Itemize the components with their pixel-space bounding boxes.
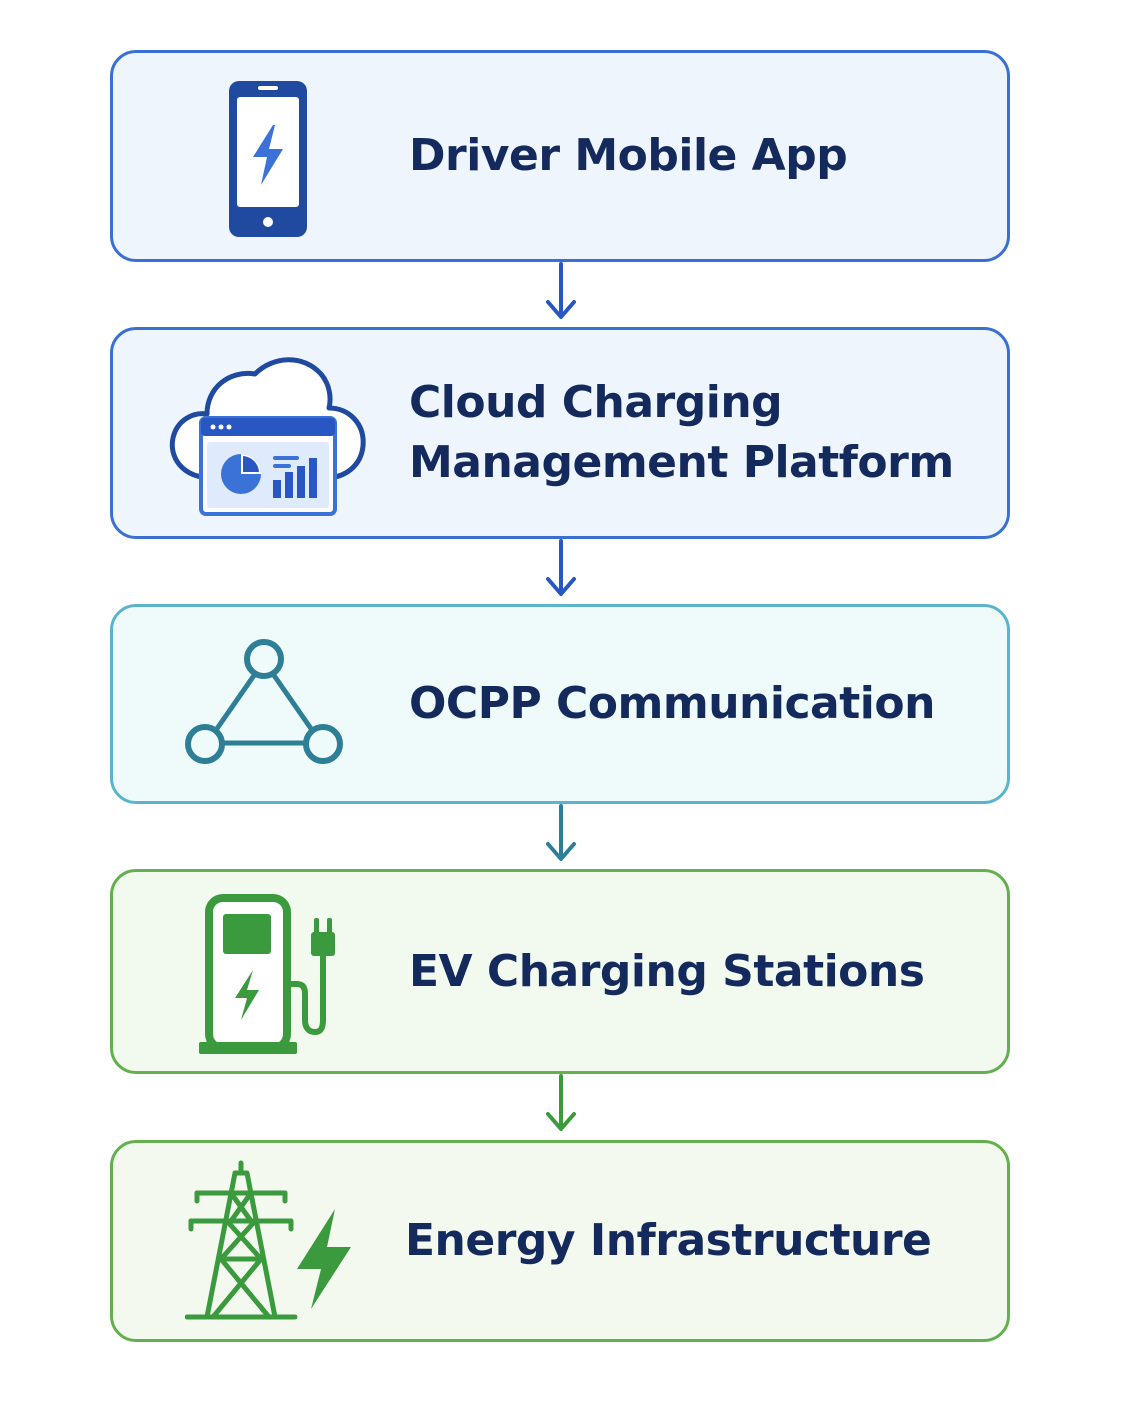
label-line: EV Charging Stations [409, 945, 925, 997]
power-pylon-lightning-icon [185, 1160, 351, 1320]
node-driver-mobile-app: Driver Mobile App [110, 50, 1010, 262]
cloud-dashboard-icon [169, 357, 366, 516]
network-triangle-icon [185, 639, 343, 764]
arrow-down-icon [546, 1074, 576, 1131]
label-line: Driver Mobile App [409, 130, 848, 181]
arrow-down-icon [546, 262, 576, 319]
label-line: Energy Infrastructure [405, 1215, 932, 1266]
label-line: Cloud Charging [409, 377, 783, 428]
node-ev-charging-stations: EV Charging Stations [110, 869, 1010, 1074]
node-label: OCPP Communication [409, 674, 935, 734]
node-label: Energy Infrastructure [405, 1211, 932, 1271]
arrow-down-icon [546, 804, 576, 861]
node-energy-infrastructure: Energy Infrastructure [110, 1140, 1010, 1342]
arrow-down-icon [546, 539, 576, 596]
node-label: Cloud Charging Management Platform [409, 373, 954, 493]
node-label: Driver Mobile App [409, 126, 848, 186]
node-cloud-platform: Cloud Charging Management Platform [110, 327, 1010, 539]
label-line: OCPP Communication [409, 678, 935, 729]
node-label: EV Charging Stations [409, 942, 925, 1002]
ev-charger-icon [199, 894, 335, 1054]
node-ocpp-communication: OCPP Communication [110, 604, 1010, 804]
smartphone-lightning-icon [229, 81, 307, 237]
label-line: Management Platform [409, 437, 954, 488]
